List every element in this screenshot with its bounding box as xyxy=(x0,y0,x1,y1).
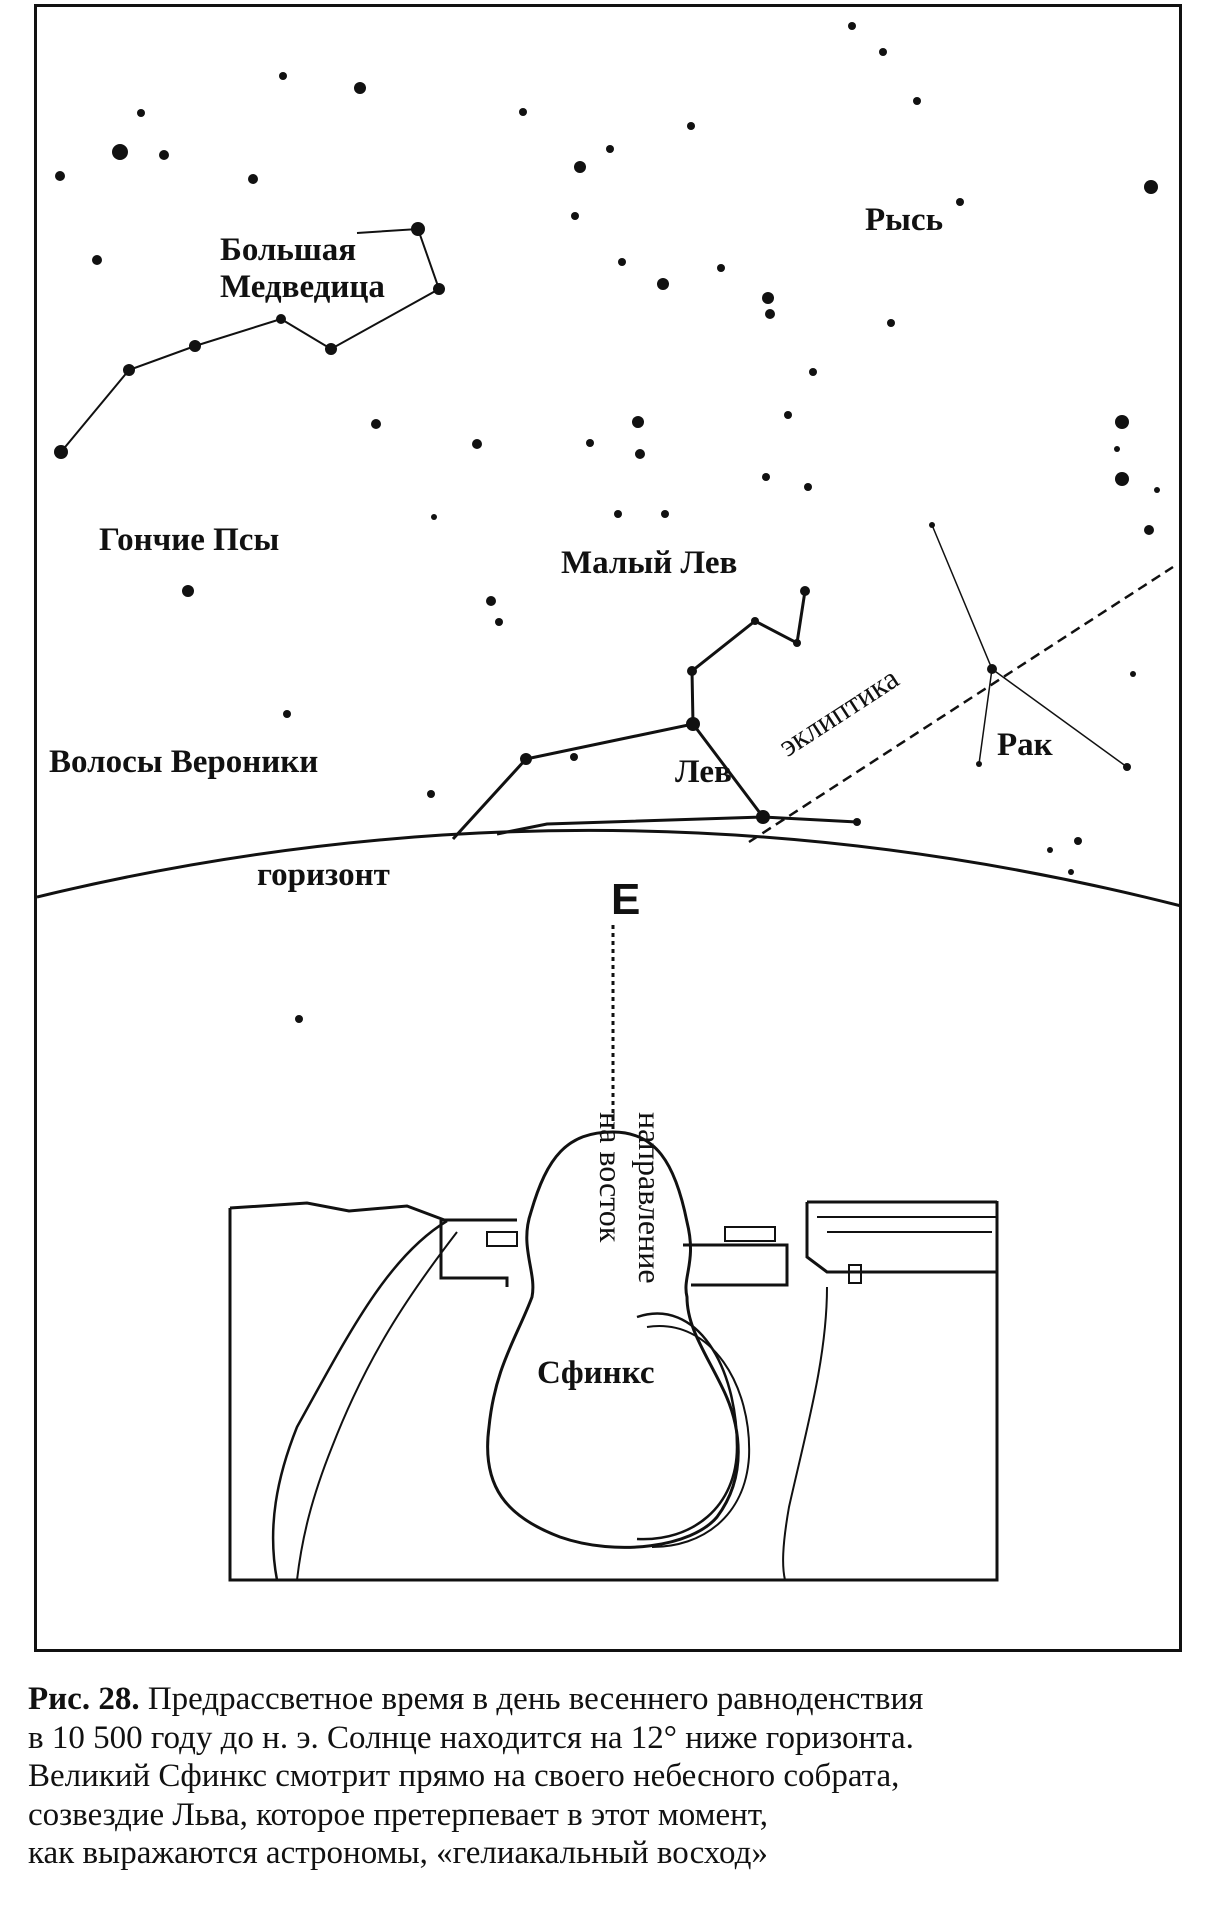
label-lynx: Рысь xyxy=(865,202,944,238)
ecliptic-line xyxy=(748,565,1174,844)
label-sphinx: Сфинкс xyxy=(537,1355,655,1391)
caption-line1-text: Предрассветное время в день весеннего ра… xyxy=(147,1681,924,1717)
ursa-major-constellation xyxy=(60,227,441,453)
label-ursa-major-line2: Медведица xyxy=(220,269,385,305)
caption-line-3: Великий Сфинкс смотрит прямо на своего н… xyxy=(28,1758,900,1795)
caption-line-2: в 10 500 году до н. э. Солнце находится … xyxy=(28,1719,914,1756)
caption-line-4: созвездие Льва, которое претерпевает в э… xyxy=(28,1796,768,1833)
label-canes-venatici: Гончие Псы xyxy=(99,522,280,558)
figure-caption: Рис. 28. Предрассветное время в день вес… xyxy=(28,1680,1188,1873)
horizon-line xyxy=(37,828,1179,908)
figure-frame: Большая Медведица Рысь Гончие Псы Малый … xyxy=(34,4,1182,1652)
stars xyxy=(54,22,1160,1023)
caption-figure-number: Рис. 28. xyxy=(28,1681,140,1717)
label-horizon: горизонт xyxy=(257,857,390,893)
east-marker: E xyxy=(611,875,641,924)
label-east-direction-line1: направление xyxy=(632,1112,668,1284)
star-map-diagram xyxy=(37,22,1179,1582)
label-leo: Лев xyxy=(675,754,732,790)
caption-line-1: Рис. 28. Предрассветное время в день вес… xyxy=(28,1680,1188,1719)
label-coma-berenices: Волосы Вероники xyxy=(49,744,319,780)
label-leo-minor: Малый Лев xyxy=(561,545,738,581)
caption-line-5: как выражаются астрономы, «гелиакальный … xyxy=(28,1835,768,1872)
label-east-direction-line2: на восток xyxy=(592,1112,629,1243)
label-east-direction: направление на восток xyxy=(591,1112,669,1284)
sphinx-enclosure-drawing xyxy=(228,1130,999,1582)
leo-constellation xyxy=(451,590,858,841)
label-ursa-major-line1: Большая xyxy=(220,232,357,268)
label-cancer: Рак xyxy=(997,727,1053,763)
